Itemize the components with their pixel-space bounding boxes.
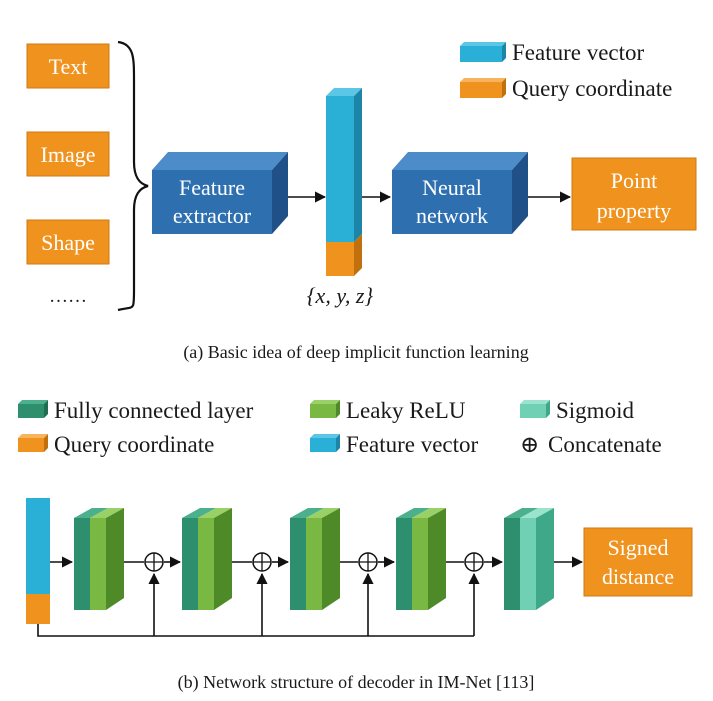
layer-block-1 — [74, 508, 124, 610]
layer-block-3 — [290, 508, 340, 610]
legend-b-sigmoid-label: Sigmoid — [556, 398, 634, 423]
legend-b-sigmoid: Sigmoid — [520, 398, 634, 423]
input-box-shape: Shape — [26, 219, 110, 265]
panel-a: Text Image Shape …… Feature extractor — [26, 40, 697, 363]
neural-network-line2: network — [416, 203, 488, 228]
xyz-label: {x, y, z} — [307, 283, 374, 308]
layer-block-2 — [182, 508, 232, 610]
legend-b-concatenate: ⊕ Concatenate — [520, 432, 662, 457]
curly-brace — [117, 40, 149, 312]
query-coordinate-cube — [326, 234, 362, 276]
feature-vector-column — [326, 88, 362, 242]
signed-distance-box: Signed distance — [583, 527, 693, 597]
decoder-input-column — [26, 498, 50, 624]
legend-b-leaky-relu-label: Leaky ReLU — [346, 398, 466, 423]
concat-node-1 — [144, 552, 164, 572]
legend-b-query-coordinate: Query coordinate — [18, 432, 214, 457]
input-box-image: Image — [26, 131, 110, 177]
legend-b-fully-connected: Fully connected layer — [18, 398, 254, 423]
skip-connection-path — [37, 624, 474, 637]
signed-distance-line1: Signed — [607, 535, 668, 560]
layer-block-final — [504, 508, 554, 610]
caption-a: (a) Basic idea of deep implicit function… — [183, 342, 528, 363]
neural-network-block: Neural network — [392, 152, 528, 234]
feature-extractor-block: Feature extractor — [152, 152, 288, 234]
concat-node-3 — [358, 552, 378, 572]
legend-b: Fully connected layer Leaky ReLU Sigmoid… — [18, 398, 662, 457]
panel-b-network: Signed distance — [26, 498, 693, 637]
legend-a-query-coordinate: Query coordinate — [460, 76, 672, 101]
caption-b: (b) Network structure of decoder in IM-N… — [178, 672, 535, 693]
concatenate-symbol-icon: ⊕ — [520, 432, 539, 457]
legend-b-concatenate-label: Concatenate — [548, 432, 662, 457]
legend-b-leaky-relu: Leaky ReLU — [310, 398, 466, 423]
legend-a-feature-vector: Feature vector — [460, 40, 645, 65]
neural-network-line1: Neural — [422, 175, 482, 200]
point-property-line2: property — [597, 198, 672, 223]
input-text-label: Text — [49, 54, 88, 79]
input-ellipsis: …… — [49, 286, 87, 307]
legend-b-query-coordinate-label: Query coordinate — [54, 432, 214, 457]
legend-a: Feature vector Query coordinate — [460, 40, 672, 101]
concat-node-2 — [252, 552, 272, 572]
input-image-label: Image — [41, 142, 96, 167]
legend-a-feature-vector-label: Feature vector — [512, 40, 645, 65]
legend-b-fully-connected-label: Fully connected layer — [54, 398, 254, 423]
legend-b-feature-vector: Feature vector — [310, 432, 479, 457]
layer-block-4 — [396, 508, 446, 610]
signed-distance-line2: distance — [602, 564, 674, 589]
feature-extractor-line1: Feature — [179, 175, 245, 200]
feature-extractor-line2: extractor — [173, 203, 252, 228]
input-shape-label: Shape — [41, 230, 95, 255]
concat-node-4 — [464, 552, 484, 572]
legend-a-query-coordinate-label: Query coordinate — [512, 76, 672, 101]
legend-b-feature-vector-label: Feature vector — [346, 432, 479, 457]
input-box-text: Text — [26, 43, 110, 89]
point-property-line1: Point — [611, 168, 657, 193]
point-property-box: Point property — [571, 157, 697, 231]
